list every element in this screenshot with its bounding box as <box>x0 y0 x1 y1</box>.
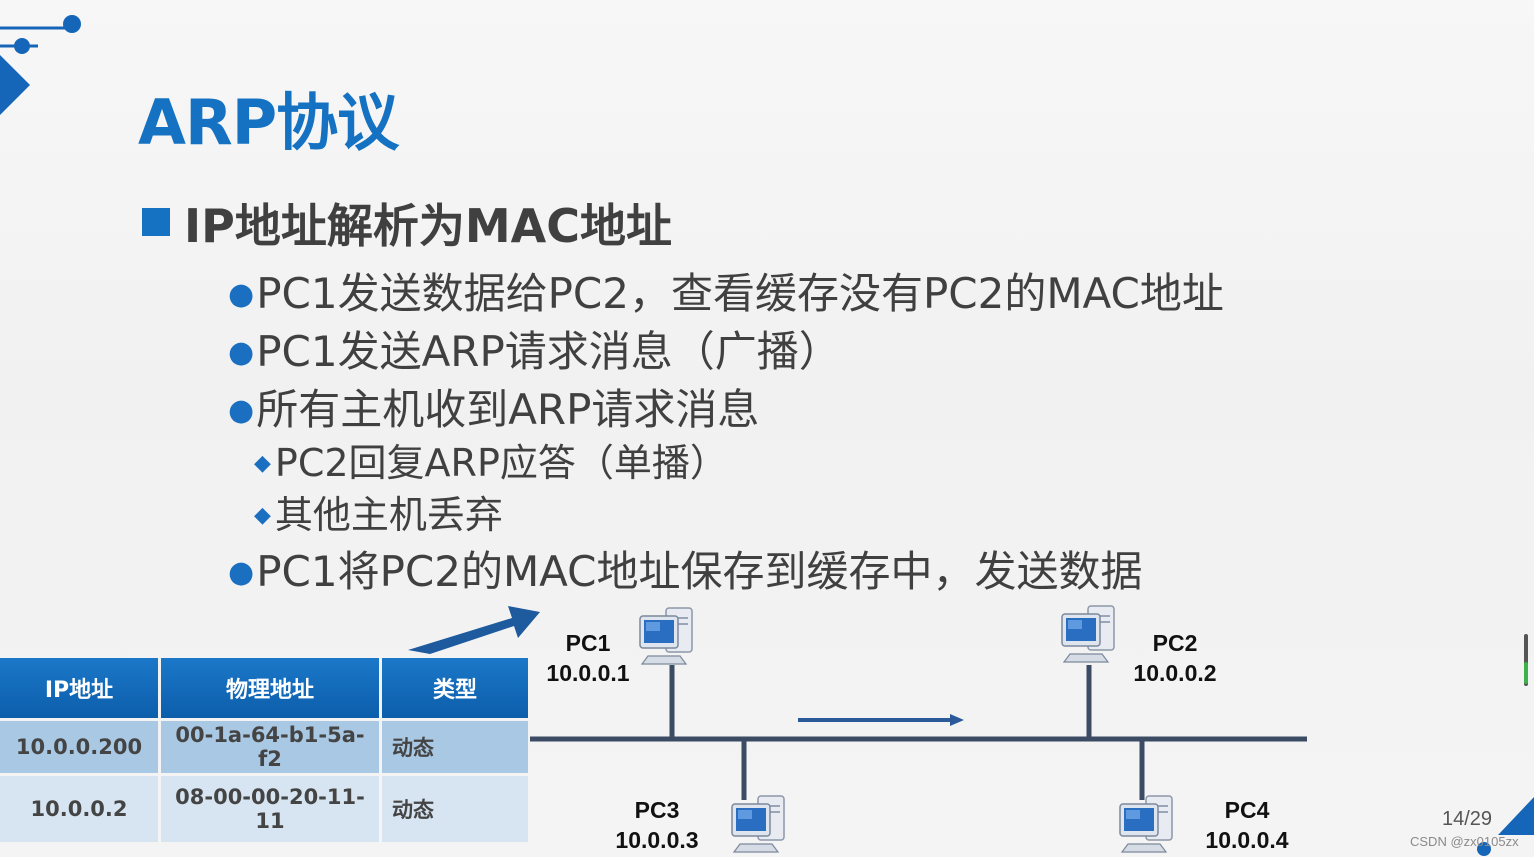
section-heading-text: IP地址解析为MAC地址 <box>184 199 672 253</box>
arrow-icon <box>408 606 540 654</box>
sub-bullet-item: ◆其他主机丢弃 <box>254 484 503 539</box>
host-ip: 10.0.0.2 <box>1133 660 1217 686</box>
bullet-item: ●PC1发送ARP请求消息（广播） <box>228 318 841 379</box>
cell-type: 动态 <box>382 776 528 842</box>
bullet-dot-icon: ● <box>228 277 255 312</box>
pc1-label: PC1 10.0.0.1 <box>540 628 636 688</box>
scrollbar[interactable] <box>1524 634 1528 686</box>
bullet-diamond-icon: ◆ <box>254 503 271 528</box>
bullet-dot-icon: ● <box>228 335 255 370</box>
host-name: PC4 <box>1224 797 1270 823</box>
bullet-text: PC1发送ARP请求消息（广播） <box>256 327 841 376</box>
bullet-text: 所有主机收到ARP请求消息 <box>256 385 760 434</box>
column-header-ip: IP地址 <box>0 658 158 718</box>
host-name: PC2 <box>1152 630 1198 656</box>
host-name: PC3 <box>634 797 680 823</box>
column-header-type: 类型 <box>382 658 528 718</box>
bullet-item: ●所有主机收到ARP请求消息 <box>228 376 759 437</box>
bullet-text: PC1发送数据给PC2，查看缓存没有PC2的MAC地址 <box>256 269 1224 318</box>
section-heading: IP地址解析为MAC地址 <box>142 190 672 256</box>
bullet-square-icon <box>142 208 170 236</box>
table-header-row: IP地址 物理地址 类型 <box>0 658 528 718</box>
bullet-text: PC1将PC2的MAC地址保存到缓存中，发送数据 <box>256 547 1143 596</box>
arp-cache-table: IP地址 物理地址 类型 10.0.0.200 00-1a-64-b1-5a-f… <box>0 655 531 845</box>
corner-decoration-br <box>1477 797 1534 856</box>
bullet-dot-icon: ● <box>228 555 255 590</box>
sub-bullet-item: ◆PC2回复ARP应答（单播） <box>254 432 728 487</box>
bullet-item: ●PC1将PC2的MAC地址保存到缓存中，发送数据 <box>228 538 1143 599</box>
host-name: PC1 <box>565 630 611 656</box>
pc3-computer-icon <box>731 795 785 853</box>
bullet-dot-icon: ● <box>228 393 255 428</box>
cell-mac: 08-00-00-20-11-11 <box>161 776 379 842</box>
cell-ip: 10.0.0.200 <box>0 721 158 773</box>
pc2-computer-icon <box>1061 605 1115 663</box>
table-row: 10.0.0.2 08-00-00-20-11-11 动态 <box>0 776 528 842</box>
bullet-diamond-icon: ◆ <box>254 451 271 476</box>
scrollbar-indicator[interactable] <box>1524 662 1528 684</box>
sub-bullet-text: 其他主机丢弃 <box>274 493 503 537</box>
pc2-label: PC2 10.0.0.2 <box>1127 628 1223 688</box>
watermark-text: CSDN @zx0105zx <box>1410 834 1519 849</box>
pc4-label: PC4 10.0.0.4 <box>1199 795 1295 855</box>
table-row: 10.0.0.200 00-1a-64-b1-5a-f2 动态 <box>0 721 528 773</box>
host-ip: 10.0.0.4 <box>1205 827 1289 853</box>
pc1-computer-icon <box>639 607 693 665</box>
pc4-computer-icon <box>1119 795 1173 853</box>
sub-bullet-text: PC2回复ARP应答（单播） <box>274 441 728 485</box>
cell-mac: 00-1a-64-b1-5a-f2 <box>161 721 379 773</box>
cell-type: 动态 <box>382 721 528 773</box>
page-number: 14/29 <box>1442 808 1493 830</box>
column-header-mac: 物理地址 <box>161 658 379 718</box>
corner-decoration <box>0 15 81 115</box>
pc3-label: PC3 10.0.0.3 <box>609 795 705 855</box>
host-ip: 10.0.0.3 <box>615 827 699 853</box>
slide-title: ARP协议 <box>138 86 399 159</box>
cell-ip: 10.0.0.2 <box>0 776 158 842</box>
host-ip: 10.0.0.1 <box>546 660 630 686</box>
bullet-item: ●PC1发送数据给PC2，查看缓存没有PC2的MAC地址 <box>228 260 1224 321</box>
